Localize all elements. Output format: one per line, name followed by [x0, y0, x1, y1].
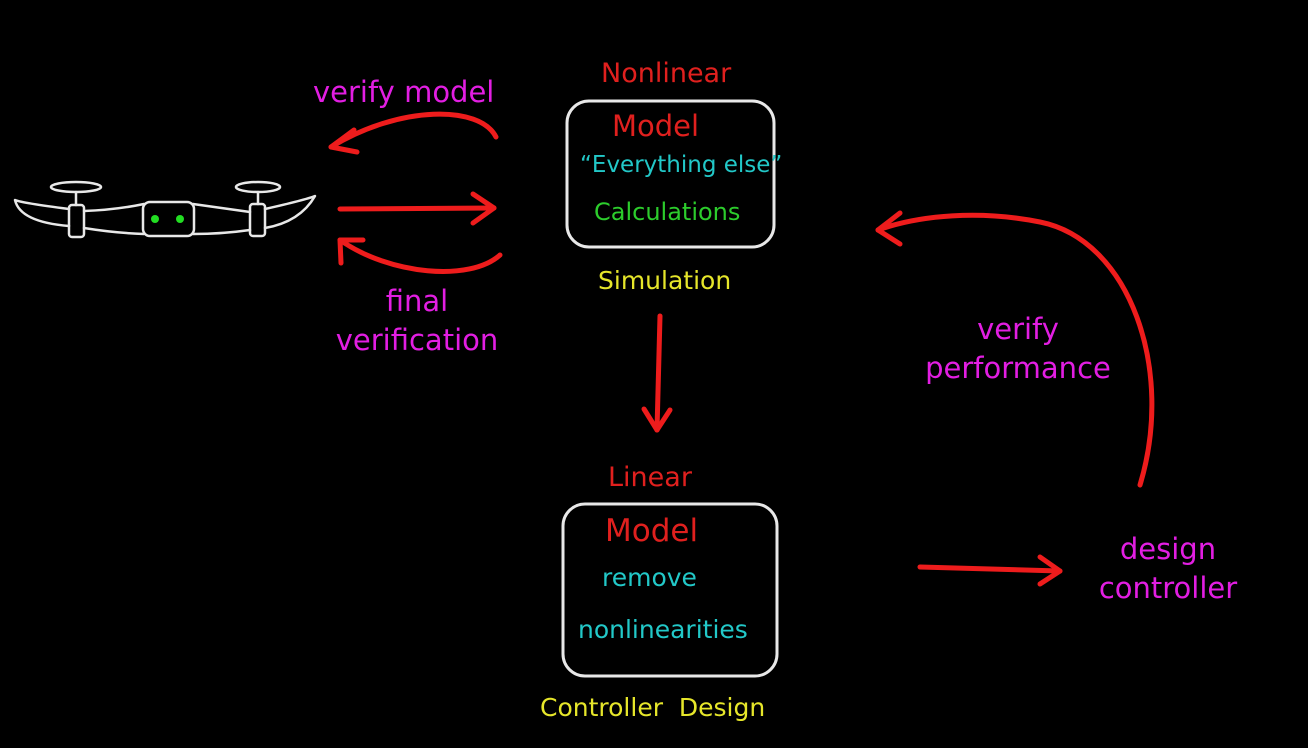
final-verification-label: final verification	[322, 287, 512, 355]
linear-to-design-controller-arrow	[917, 554, 1063, 587]
linear-model-box	[561, 502, 779, 678]
verify-performance-arrow	[875, 210, 1155, 488]
linear-model-note-remove: remove	[602, 563, 697, 592]
verify-performance-label: verify performance	[905, 315, 1131, 383]
nonlinear-model-box	[565, 99, 776, 249]
final-verification-line1: final	[385, 284, 449, 318]
design-controller-label: design controller	[1082, 535, 1254, 603]
design-controller-line1: design	[1119, 532, 1217, 566]
final-verification-arrow	[337, 237, 503, 274]
nonlinear-model-note-everything-else: “Everything else”	[580, 152, 783, 178]
design-controller-line2: controller	[1098, 571, 1238, 605]
quadcopter-drone-icon	[13, 180, 317, 239]
drone-eyes	[151, 215, 184, 223]
nonlinear-model-note-calculations: Calculations	[594, 198, 741, 226]
linear-model-note-nonlinearities: nonlinearities	[578, 615, 748, 644]
verify-model-arrow	[328, 111, 499, 155]
linear-heading: Linear	[608, 462, 692, 493]
verify-performance-line1: verify	[977, 312, 1059, 346]
simulation-caption: Simulation	[598, 266, 732, 295]
linear-model-title: Model	[605, 513, 699, 549]
drone-to-simulation-arrow	[337, 191, 497, 226]
final-verification-line2: verification	[335, 323, 499, 357]
simulation-to-linear-arrow	[641, 313, 673, 433]
verify-performance-line2: performance	[925, 351, 1111, 385]
nonlinear-model-title: Model	[612, 109, 700, 143]
verify-model-label: verify model	[313, 75, 495, 109]
drone-eye-left	[151, 215, 159, 223]
controller-design-caption: Controller Design	[540, 693, 766, 722]
drone-eye-right	[176, 215, 184, 223]
nonlinear-heading: Nonlinear	[601, 58, 732, 89]
